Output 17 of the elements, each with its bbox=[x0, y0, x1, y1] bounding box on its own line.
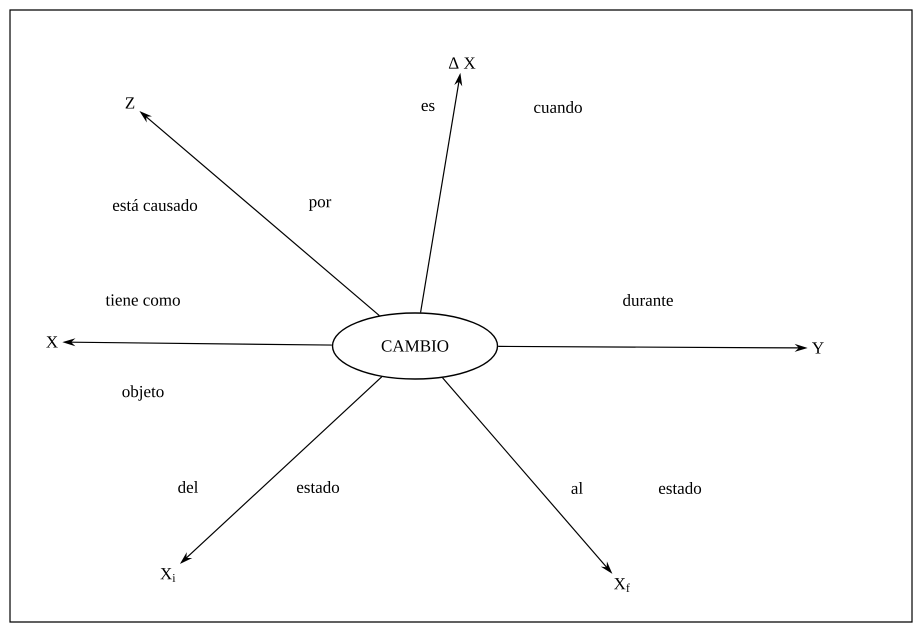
concept-label: Z bbox=[126, 97, 134, 109]
concept-label: X$_{f}$ bbox=[614, 578, 630, 592]
link-phrase: es bbox=[422, 102, 434, 112]
link-phrase: estado bbox=[658, 482, 702, 494]
link-phrase: está causado bbox=[112, 199, 198, 211]
link-phrase: tiene como bbox=[106, 294, 180, 306]
link-phrase: objeto bbox=[122, 385, 164, 401]
link-phrase: estado bbox=[296, 481, 340, 493]
link-phrase: por bbox=[308, 199, 332, 211]
link-phrase: del bbox=[178, 481, 198, 493]
concept-label: X$_{i}$ bbox=[160, 568, 176, 582]
link-phrase: al bbox=[571, 482, 583, 494]
concept-label: Δ X bbox=[448, 57, 476, 69]
concept-label: Y bbox=[812, 342, 824, 354]
link-phrase: durante bbox=[623, 294, 673, 306]
concept-label: X bbox=[46, 336, 58, 348]
link-phrase: cuando bbox=[534, 101, 582, 113]
